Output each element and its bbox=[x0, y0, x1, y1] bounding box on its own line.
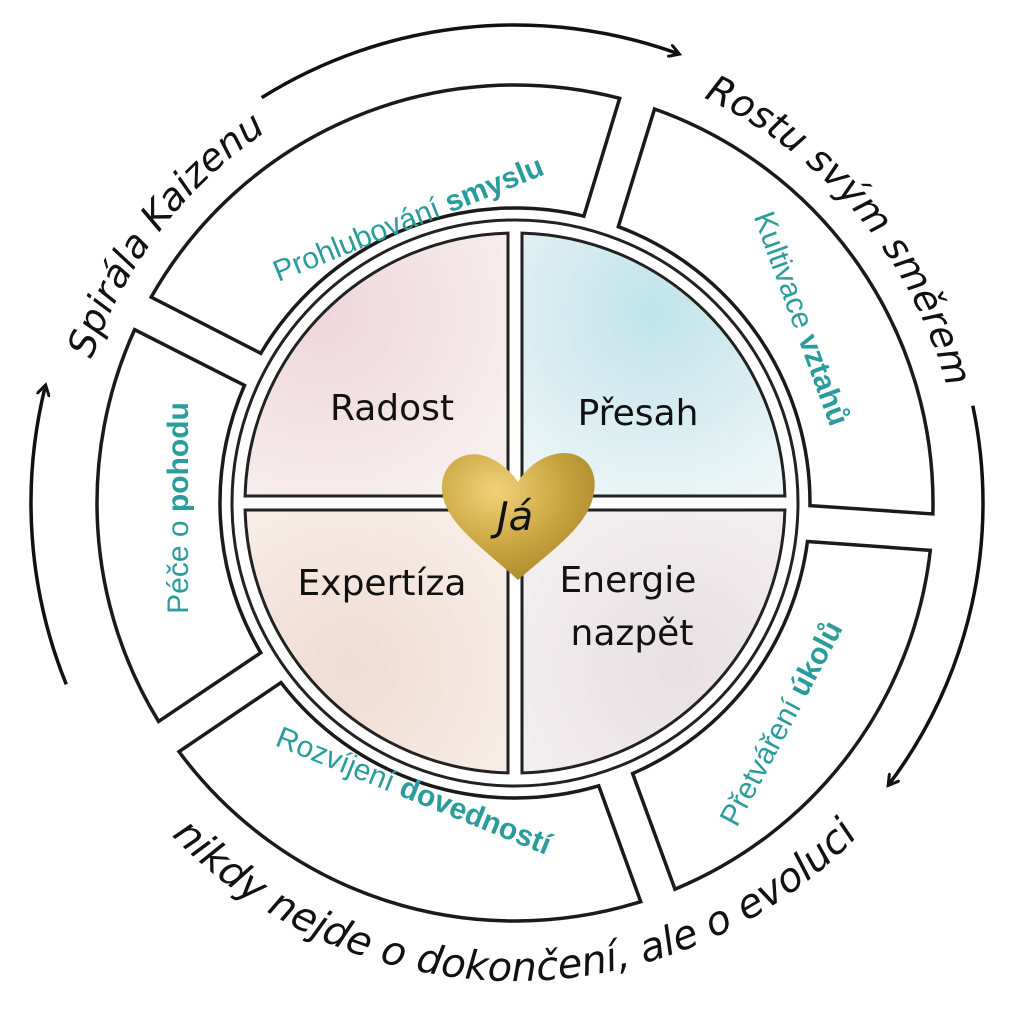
quadrant-expertise bbox=[243, 508, 510, 775]
quadrant-transcendence bbox=[520, 231, 787, 498]
quadrant-label-transcendence: Přesah bbox=[578, 393, 699, 434]
cycle-arrow-left bbox=[29, 386, 68, 685]
ring-label-wellbeing: Péče o pohodu bbox=[162, 402, 195, 614]
cycle-arrow-top bbox=[260, 23, 679, 100]
center-label: Já bbox=[490, 494, 533, 540]
inner-circle-outline bbox=[230, 218, 800, 788]
quadrant-joy bbox=[243, 231, 510, 498]
quadrant-label-energy-2: nazpět bbox=[571, 613, 694, 654]
quadrant-label-joy: Radost bbox=[330, 388, 454, 429]
ring-segment-relationships bbox=[616, 106, 935, 516]
cycle-arrow-right bbox=[889, 405, 985, 785]
ring-segment-tasks bbox=[630, 539, 933, 892]
quadrant-label-energy-1: Energie bbox=[560, 560, 697, 601]
ring-segment-skills bbox=[176, 680, 643, 923]
ring-segment-wellbeing bbox=[95, 327, 264, 724]
quadrant-energy bbox=[520, 508, 787, 775]
quadrant-label-expertise: Expertíza bbox=[298, 563, 467, 604]
ring-segment-meaning bbox=[148, 83, 622, 356]
outer-ring bbox=[95, 83, 935, 923]
gold-heart-icon bbox=[441, 452, 595, 580]
